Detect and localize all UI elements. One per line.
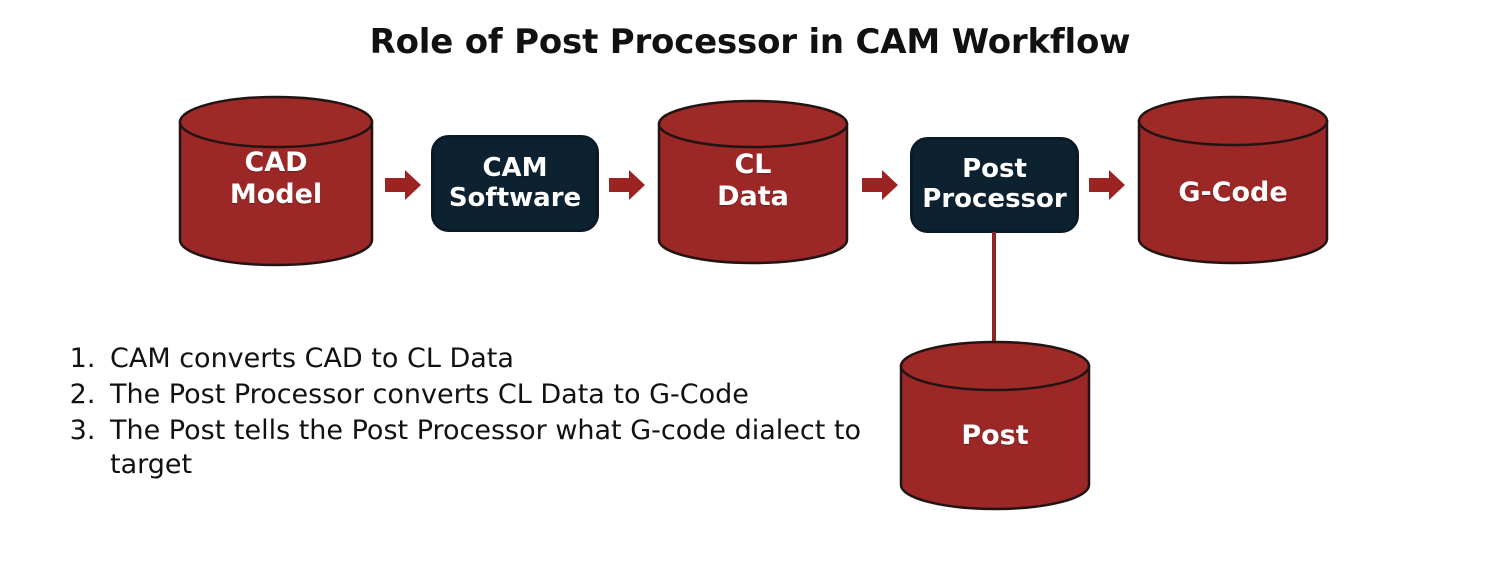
connector-post-to-post-processor bbox=[992, 232, 996, 352]
node-cam-software[interactable]: CAM Software bbox=[431, 135, 599, 232]
node-cad-model[interactable]: CAD Model bbox=[178, 95, 374, 267]
arrow-cldata-to-post bbox=[862, 170, 898, 200]
list-item: CAM converts CAD to CL Data bbox=[104, 342, 904, 376]
arrow-cad-to-cam bbox=[385, 170, 421, 200]
page-title: Role of Post Processor in CAM Workflow bbox=[369, 22, 1131, 62]
node-g-code[interactable]: G-Code bbox=[1137, 95, 1329, 265]
node-post-processor[interactable]: Post Processor bbox=[910, 137, 1079, 233]
node-cl-data[interactable]: CL Data bbox=[657, 99, 849, 265]
arrow-cam-to-cldata bbox=[609, 170, 645, 200]
node-post[interactable]: Post bbox=[899, 340, 1091, 512]
list-item: The Post tells the Post Processor what G… bbox=[104, 414, 904, 482]
notes-list: CAM converts CAD to CL Data The Post Pro… bbox=[64, 342, 904, 484]
list-item: The Post Processor converts CL Data to G… bbox=[104, 378, 904, 412]
arrow-post-to-gcode bbox=[1089, 170, 1125, 200]
